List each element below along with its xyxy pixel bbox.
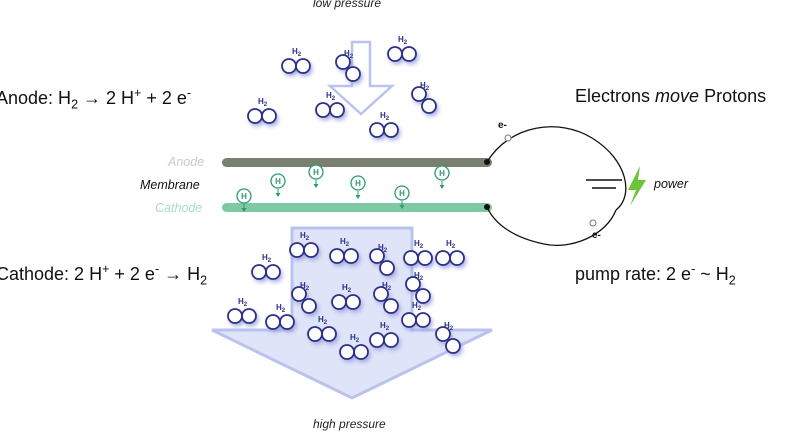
electron-label-bottom: e- — [592, 230, 601, 241]
hydrogen-molecule: H2 — [435, 321, 463, 357]
hydrogen-molecule: H2 — [281, 47, 313, 77]
molecule-label: H2 — [398, 35, 408, 46]
hydrogen-molecule: H2 — [227, 297, 259, 327]
molecule-label: H2 — [446, 239, 456, 250]
proton-layer: H H H H H H — [236, 164, 450, 212]
molecule-label: H2 — [382, 281, 392, 292]
molecule-label: H2 — [414, 271, 424, 282]
proton-label: H — [313, 168, 319, 177]
molecule-label: H2 — [262, 253, 272, 264]
molecule-label: H2 — [380, 111, 390, 122]
hydrogen-molecule: H2 — [373, 281, 401, 317]
cathode-terminal — [484, 204, 490, 210]
proton-label: H — [399, 189, 405, 198]
molecule-label: H2 — [238, 297, 248, 308]
hydrogen-molecule: H2 — [339, 333, 371, 363]
molecule-label: H2 — [292, 47, 302, 58]
anode-label: Anode — [168, 155, 205, 169]
molecule-label: H2 — [420, 81, 430, 92]
proton: H — [394, 185, 410, 209]
cathode-bar — [222, 203, 492, 212]
molecule-label: H2 — [378, 243, 388, 254]
anode-equation: Anode: H2 → 2 H+ + 2 e- — [0, 86, 192, 112]
anode-terminal — [484, 159, 490, 165]
hydrogen-molecule: H2 — [289, 231, 321, 261]
proton-label: H — [275, 177, 281, 186]
molecule-label: H2 — [380, 321, 390, 332]
hydrogen-molecule: H2 — [369, 321, 401, 351]
electron-bottom — [589, 219, 597, 227]
hydrogen-molecule: H2 — [315, 91, 347, 121]
hydrogen-molecule: H2 — [335, 49, 363, 85]
anode-bar — [222, 158, 492, 167]
proton: H — [308, 164, 324, 188]
high-pressure-label: high pressure — [313, 417, 386, 431]
hydrogen-molecule: H2 — [387, 35, 419, 65]
proton-label: H — [439, 169, 445, 178]
molecule-label: H2 — [344, 49, 354, 60]
electrons-move-protons: Electrons move Protons — [575, 86, 767, 106]
hydrogen-molecule: H2 — [369, 243, 397, 279]
low-pressure-label: low pressure — [313, 0, 382, 10]
proton: H — [236, 188, 252, 212]
molecule-label: H2 — [326, 91, 336, 102]
hydrogen-molecule: H2 — [307, 315, 339, 345]
hydrogen-molecule: H2 — [247, 97, 279, 127]
top-pressure-arrow — [326, 40, 396, 116]
hydrogen-molecule: H2 — [251, 253, 283, 283]
hydrogen-molecule: H2 — [405, 271, 433, 307]
molecule-label: H2 — [340, 237, 350, 248]
pump-rate: pump rate: 2 e- ~ H2 — [575, 262, 736, 288]
electron-top — [504, 134, 512, 142]
molecule-label: H2 — [300, 231, 310, 242]
molecule-label: H2 — [350, 333, 360, 344]
hydrogen-molecule: H2 — [369, 111, 401, 141]
hydrogen-molecule: H2 — [331, 283, 363, 313]
circuit-wire — [486, 126, 627, 246]
hydrogen-molecule: H2 — [403, 239, 435, 269]
proton: H — [270, 173, 286, 197]
molecule-label: H2 — [412, 301, 422, 312]
hydrogen-molecule: H2 — [291, 281, 319, 317]
membrane-label: Membrane — [140, 178, 200, 192]
molecule-label: H2 — [300, 281, 310, 292]
hydrogen-molecule: H2 — [329, 237, 361, 267]
electron-label-top: e- — [498, 120, 507, 131]
molecule-label: H2 — [342, 283, 352, 294]
hydrogen-molecule: H2 — [401, 301, 433, 331]
cathode-label: Cathode — [155, 201, 203, 215]
hydrogen-molecule: H2 — [411, 81, 439, 117]
power-label: power — [654, 177, 689, 191]
molecule-label: H2 — [276, 303, 286, 314]
power-bolt-icon — [628, 166, 646, 206]
proton-label: H — [241, 192, 247, 201]
molecule-label: H2 — [444, 321, 454, 332]
proton: H — [350, 175, 366, 199]
proton: H — [434, 165, 450, 189]
molecule-label: H2 — [258, 97, 268, 108]
proton-label: H — [355, 179, 361, 188]
molecule-label: H2 — [414, 239, 424, 250]
cathode-equation: Cathode: 2 H+ + 2 e- → H2 — [0, 262, 208, 288]
molecule-label: H2 — [318, 315, 328, 326]
hydrogen-molecule: H2 — [435, 239, 467, 269]
hydrogen-molecule: H2 — [265, 303, 297, 333]
